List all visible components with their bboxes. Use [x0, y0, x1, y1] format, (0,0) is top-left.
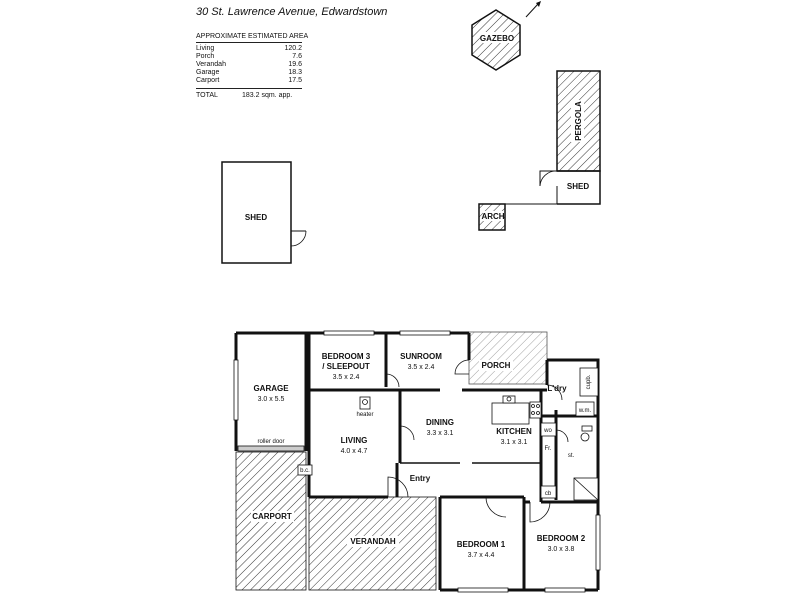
gazebo-label: GAZEBO	[480, 34, 514, 43]
entry-label: Entry	[410, 474, 431, 483]
bedroom3-label-2: / SLEEPOUT	[322, 362, 370, 371]
bedroom3-label: BEDROOM 3	[322, 352, 371, 361]
north-arrow-icon	[525, 1, 541, 18]
living-dim: 4.0 x 4.7	[341, 448, 368, 455]
bedroom3-dim: 3.5 x 2.4	[333, 374, 360, 381]
shed-left: SHED	[221, 161, 307, 264]
kitchen-dim: 3.1 x 3.1	[501, 439, 528, 446]
sunroom-dim: 3.5 x 2.4	[408, 364, 435, 371]
dining-dim: 3.3 x 3.1	[427, 430, 454, 437]
plan-title: 30 St. Lawrence Avenue, Edwardstown	[196, 6, 388, 18]
house-walls	[234, 331, 600, 592]
arch: ARCH	[478, 203, 506, 231]
sunroom-label: SUNROOM	[400, 352, 442, 361]
doors	[385, 359, 569, 523]
pergola-label: PERGOLA	[574, 101, 583, 141]
garage-label: GARAGE	[253, 384, 289, 393]
windows	[233, 330, 601, 593]
shed-right-label: SHED	[567, 182, 589, 191]
bedroom1-label: BEDROOM 1	[457, 540, 506, 549]
roller-door: roller door	[237, 439, 305, 452]
verandah-area: VERANDAH	[308, 496, 437, 591]
laundry-label: L'dry	[547, 384, 567, 393]
wm-label: w.m.	[578, 408, 592, 414]
shed-right: SHED	[505, 170, 601, 205]
wo-label: wo	[543, 428, 552, 434]
bedroom2-label: BEDROOM 2	[537, 534, 586, 543]
st-label: st.	[568, 453, 575, 459]
area-table-heading: APPROXIMATE ESTIMATED AREA	[196, 33, 308, 43]
porch-area: PORCH	[468, 331, 548, 385]
heater-label: heater	[356, 412, 373, 418]
shed-left-label: SHED	[245, 213, 267, 222]
arch-label: ARCH	[481, 212, 504, 221]
bedroom2-dim: 3.0 x 3.8	[548, 546, 575, 553]
carport-area: CARPORT	[235, 451, 307, 591]
porch-label: PORCH	[482, 361, 511, 370]
bc-label: b.c.	[300, 468, 310, 474]
cb-label: cb	[545, 491, 552, 497]
gazebo: GAZEBO	[471, 9, 521, 71]
kitchen-fixtures	[359, 367, 599, 501]
carport-label: CARPORT	[252, 512, 292, 521]
living-label: LIVING	[341, 436, 368, 445]
bc-box: b.c.	[297, 464, 313, 476]
garage-dim: 3.0 x 5.5	[258, 396, 285, 403]
fr-label: Fr.	[545, 446, 552, 452]
bedroom1-dim: 3.7 x 4.4	[468, 552, 495, 559]
verandah-label: VERANDAH	[350, 537, 396, 546]
pergola: PERGOLA	[556, 70, 601, 172]
roller-door-label: roller door	[257, 439, 284, 445]
kitchen-label: KITCHEN	[496, 427, 532, 436]
dining-label: DINING	[426, 418, 454, 427]
cupb-label: cupb.	[586, 374, 592, 389]
